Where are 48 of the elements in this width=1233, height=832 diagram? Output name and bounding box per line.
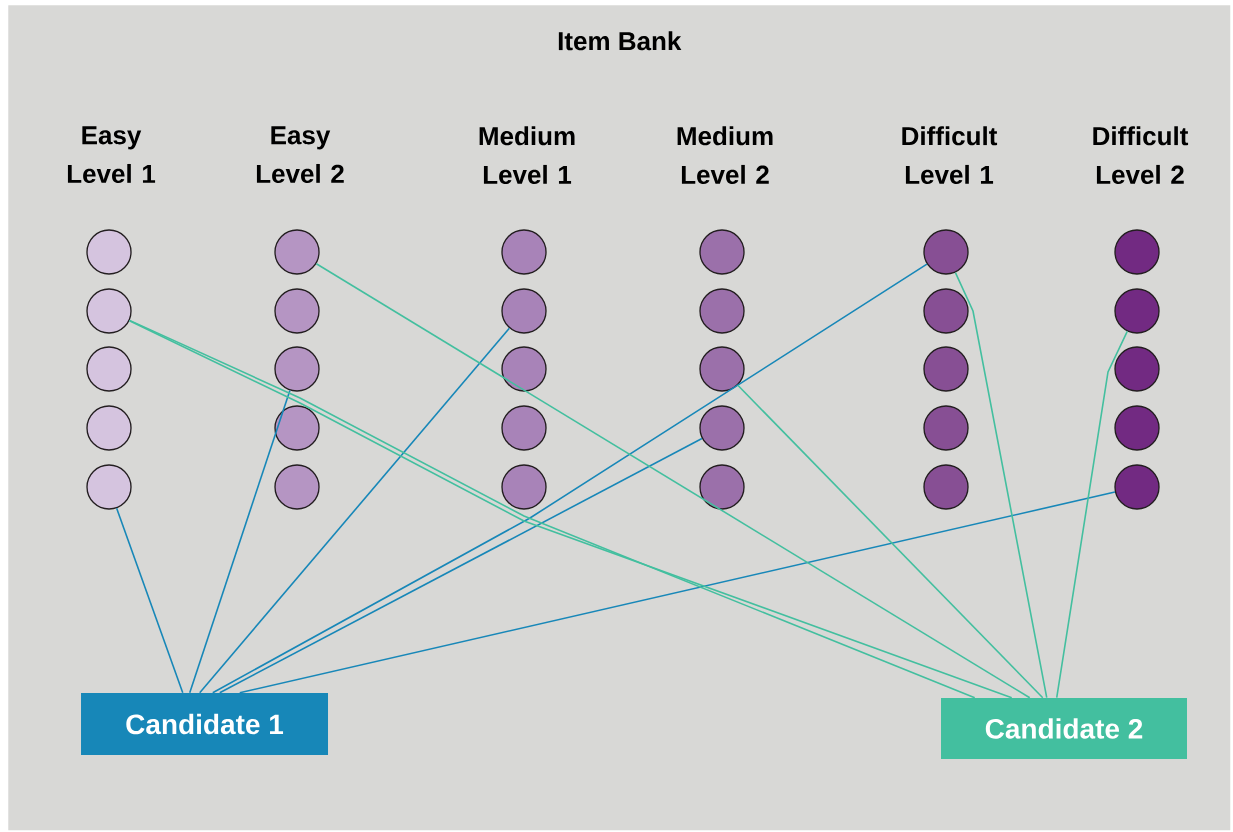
connector-line [218, 437, 703, 694]
item-circle [274, 346, 320, 392]
item-circle [274, 405, 320, 451]
item-circle [1114, 229, 1160, 275]
connector-line [954, 271, 1048, 699]
item-circle [699, 464, 745, 510]
item-circle [86, 464, 132, 510]
item-circle [923, 464, 969, 510]
item-circle [501, 288, 547, 334]
column-heading: Medium Level 2 [677, 126, 773, 184]
candidate-box: Candidate 1 [81, 693, 328, 755]
column-heading: Medium Level 1 [479, 126, 575, 184]
item-circle [501, 229, 547, 275]
item-circle [699, 229, 745, 275]
item-circle [86, 346, 132, 392]
column-heading: Easy Level 1 [67, 126, 156, 184]
item-circle [86, 405, 132, 451]
connector-line [188, 389, 291, 694]
column-heading: Difficult Level 1 [902, 126, 998, 184]
item-circle [699, 288, 745, 334]
item-circle [699, 405, 745, 451]
connector-line [737, 384, 1044, 699]
item-circle [501, 464, 547, 510]
connector-line [1055, 330, 1129, 699]
item-circle [1114, 346, 1160, 392]
item-circle [923, 229, 969, 275]
candidate-box: Candidate 2 [941, 698, 1187, 759]
item-circle [274, 464, 320, 510]
column-heading: Easy Level 2 [256, 126, 344, 184]
item-circle [923, 405, 969, 451]
item-circle [1114, 405, 1160, 451]
item-circle [699, 346, 745, 392]
connector-line [115, 507, 184, 694]
connector-line [238, 491, 1116, 694]
connector-line [315, 262, 1031, 699]
item-circle [501, 405, 547, 451]
item-circle [86, 229, 132, 275]
item-circle [274, 229, 320, 275]
item-circle [501, 346, 547, 392]
item-circle [923, 346, 969, 392]
item-circle [1114, 464, 1160, 510]
item-circle [923, 288, 969, 334]
column-heading: Difficult Level 2 [1093, 126, 1189, 184]
item-circle [1114, 288, 1160, 334]
item-circle [274, 288, 320, 334]
connector-line [211, 263, 928, 694]
item-circle [86, 288, 132, 334]
connector-line [198, 327, 511, 694]
